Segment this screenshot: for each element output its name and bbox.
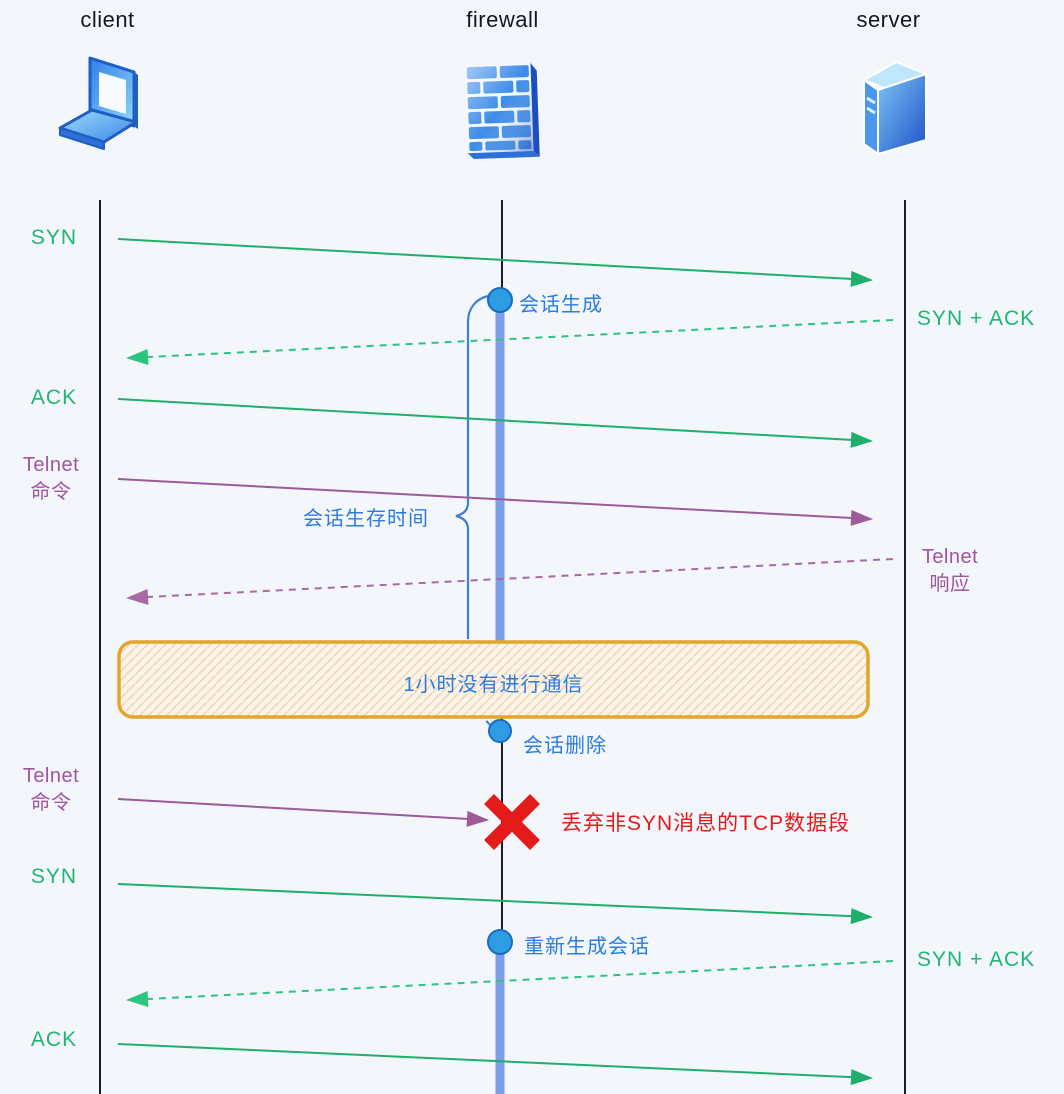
msg-label-syn-1: SYN bbox=[30, 226, 78, 249]
timeout-box bbox=[117, 640, 870, 719]
laptop-icon bbox=[58, 56, 138, 150]
telnet-cmd-1-line2: 命令 bbox=[30, 481, 72, 503]
arrow-ack-2 bbox=[117, 1043, 873, 1086]
telnet-cmd-2-line1: Telnet bbox=[22, 765, 80, 787]
arrow-syn-ack-2 bbox=[126, 960, 894, 1007]
telnet-cmd-2-line2: 命令 bbox=[30, 792, 72, 814]
message-arrows bbox=[117, 238, 894, 1086]
annotation-drop-non-syn: 丢弃非SYN消息的TCP数据段 bbox=[561, 812, 851, 835]
msg-label-syn-ack-2: SYN + ACK bbox=[917, 948, 1036, 971]
annotation-no-comm-1-hour: 1小时没有进行通信 bbox=[403, 674, 584, 696]
actor-label-firewall: firewall bbox=[466, 7, 539, 32]
annotation-session-lifetime: 会话生存时间 bbox=[303, 508, 429, 530]
telnet-resp-line2: 响应 bbox=[929, 573, 971, 595]
arrow-syn-1 bbox=[117, 238, 873, 287]
arrow-syn-2 bbox=[117, 883, 873, 925]
discard-x-icon bbox=[484, 794, 540, 850]
annotation-session-recreated: 重新生成会话 bbox=[524, 936, 650, 958]
arrow-telnet-cmd-2 bbox=[117, 798, 489, 827]
msg-label-ack-2: ACK bbox=[30, 1028, 78, 1051]
arrow-ack-1 bbox=[117, 398, 873, 448]
actor-label-client: client bbox=[80, 7, 135, 32]
arrow-syn-ack-1 bbox=[126, 319, 894, 365]
session-created-dot bbox=[487, 287, 513, 313]
actor-label-server: server bbox=[856, 7, 921, 32]
telnet-resp-line1: Telnet bbox=[921, 546, 979, 568]
msg-label-syn-ack-1: SYN + ACK bbox=[917, 307, 1036, 330]
brick-wall-icon bbox=[464, 62, 540, 160]
session-deleted-dot bbox=[488, 719, 512, 743]
msg-label-syn-2: SYN bbox=[30, 865, 78, 888]
session-dots bbox=[487, 287, 513, 955]
msg-label-telnet-resp: Telnet 响应 bbox=[912, 544, 988, 598]
arrow-telnet-resp bbox=[126, 558, 894, 605]
annotation-session-created: 会话生成 bbox=[519, 294, 603, 316]
session-recreated-dot bbox=[487, 929, 513, 955]
msg-label-telnet-cmd-1: Telnet 命令 bbox=[10, 452, 92, 506]
msg-label-ack-1: ACK bbox=[30, 386, 78, 409]
telnet-cmd-1-line1: Telnet bbox=[22, 454, 80, 476]
annotation-session-deleted: 会话删除 bbox=[523, 735, 607, 757]
server-tower-icon bbox=[863, 61, 927, 155]
msg-label-telnet-cmd-2: Telnet 命令 bbox=[10, 763, 92, 817]
arrow-telnet-cmd-1 bbox=[117, 478, 873, 526]
